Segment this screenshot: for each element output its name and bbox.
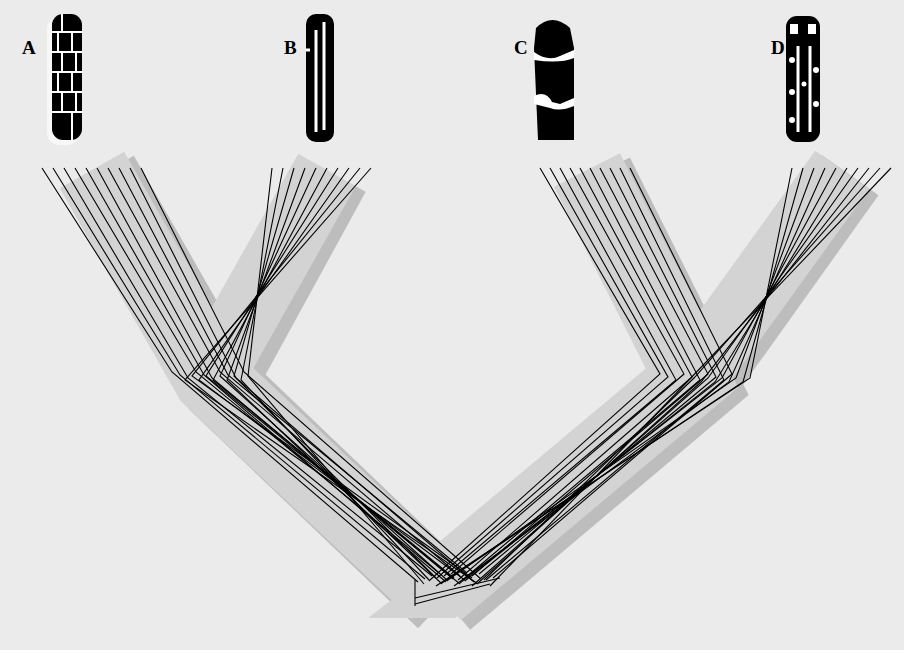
clade-letter: B — [284, 38, 297, 57]
clade-band — [437, 170, 692, 592]
tree-line — [451, 168, 684, 574]
tree-line — [415, 584, 490, 604]
tree-line — [213, 168, 454, 578]
tree-line — [460, 168, 836, 583]
tree-line — [199, 168, 466, 581]
tree-line — [466, 168, 847, 580]
tree-line — [227, 168, 442, 584]
tree-line — [192, 168, 472, 578]
tree-line — [484, 168, 880, 580]
beetle-d — [786, 16, 820, 142]
clade-letter: C — [514, 38, 528, 57]
tree-line — [130, 168, 474, 582]
beetle-c — [534, 20, 574, 140]
tree-line — [486, 168, 724, 580]
tree-line — [42, 168, 418, 582]
tree-line — [414, 580, 415, 606]
tree-line — [206, 168, 460, 584]
tree-line — [53, 168, 425, 579]
tree-line — [220, 168, 448, 581]
tree-line — [141, 168, 481, 579]
tree-line — [248, 168, 424, 584]
tree-line — [442, 168, 803, 583]
tree-line — [415, 578, 500, 598]
tree-line — [490, 168, 891, 586]
tree-line — [234, 168, 436, 578]
tree-line — [472, 168, 708, 576]
beetle-b — [306, 14, 334, 142]
clade-letter: A — [22, 38, 36, 57]
beetle-a — [47, 14, 82, 145]
tree-line — [436, 168, 792, 586]
root-band — [368, 578, 500, 618]
tree-line — [478, 168, 869, 583]
tree-line — [185, 168, 478, 584]
clade-band — [692, 170, 842, 378]
tree-line — [472, 168, 858, 586]
tree-line — [458, 168, 692, 580]
tree-line — [454, 168, 825, 586]
clade-letter: D — [771, 38, 785, 57]
tree-lines — [42, 168, 891, 606]
tree-line — [479, 168, 716, 574]
tree-line — [448, 168, 814, 580]
tree-line — [465, 168, 700, 578]
